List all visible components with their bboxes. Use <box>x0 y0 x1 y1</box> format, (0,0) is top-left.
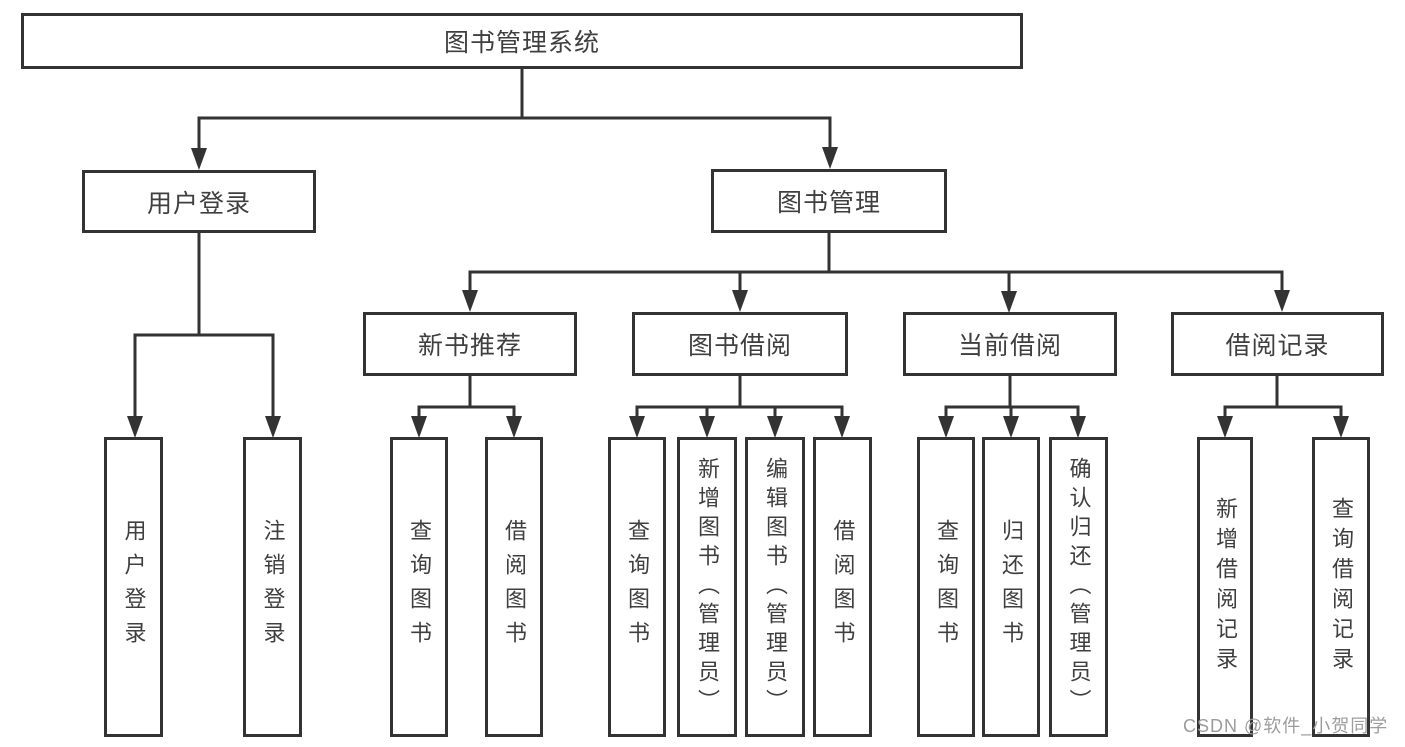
leaf-bb-add-books-admin: 新增图书（管理员） <box>677 437 737 737</box>
node-user-login: 用户登录 <box>82 170 316 233</box>
csdn-watermark: CSDN @软件_小贺同学 <box>1183 716 1389 736</box>
leaf-cb-query-books: 查询图书 <box>917 437 975 737</box>
node-book-management-label: 图书管理 <box>776 189 881 217</box>
node-borrow-records-label: 借阅记录 <box>1225 332 1330 360</box>
node-new-book-recommend-label: 新书推荐 <box>417 332 522 360</box>
leaf-nb-query-books: 查询图书 <box>390 437 448 737</box>
leaf-bb-borrow-books: 借阅图书 <box>813 437 872 737</box>
leaf-bb-query-books: 查询图书 <box>608 437 666 737</box>
node-library-system-label: 图书管理系统 <box>443 29 600 57</box>
leaf-cb-confirm-return-admin: 确认归还（管理员） <box>1049 437 1108 737</box>
node-book-management: 图书管理 <box>711 169 947 233</box>
node-library-system: 图书管理系统 <box>21 13 1023 69</box>
node-current-borrow-label: 当前借阅 <box>957 332 1062 360</box>
node-borrow-records: 借阅记录 <box>1171 312 1384 376</box>
leaf-cb-return-books: 归还图书 <box>982 437 1040 737</box>
leaf-nb-borrow-books: 借阅图书 <box>485 437 543 737</box>
leaf-logout: 注销登录 <box>243 437 302 737</box>
node-user-login-label: 用户登录 <box>146 189 251 218</box>
leaf-br-add-record: 新增借阅记录 <box>1197 437 1253 737</box>
leaf-user-login: 用户登录 <box>104 437 163 737</box>
node-new-book-recommend: 新书推荐 <box>363 312 577 376</box>
leaf-bb-edit-books-admin: 编辑图书（管理员） <box>745 437 805 737</box>
node-current-borrow: 当前借阅 <box>903 312 1117 376</box>
node-book-borrow-label: 图书借阅 <box>687 332 792 360</box>
node-book-borrow: 图书借阅 <box>632 312 848 376</box>
leaf-br-query-record: 查询借阅记录 <box>1312 437 1370 737</box>
